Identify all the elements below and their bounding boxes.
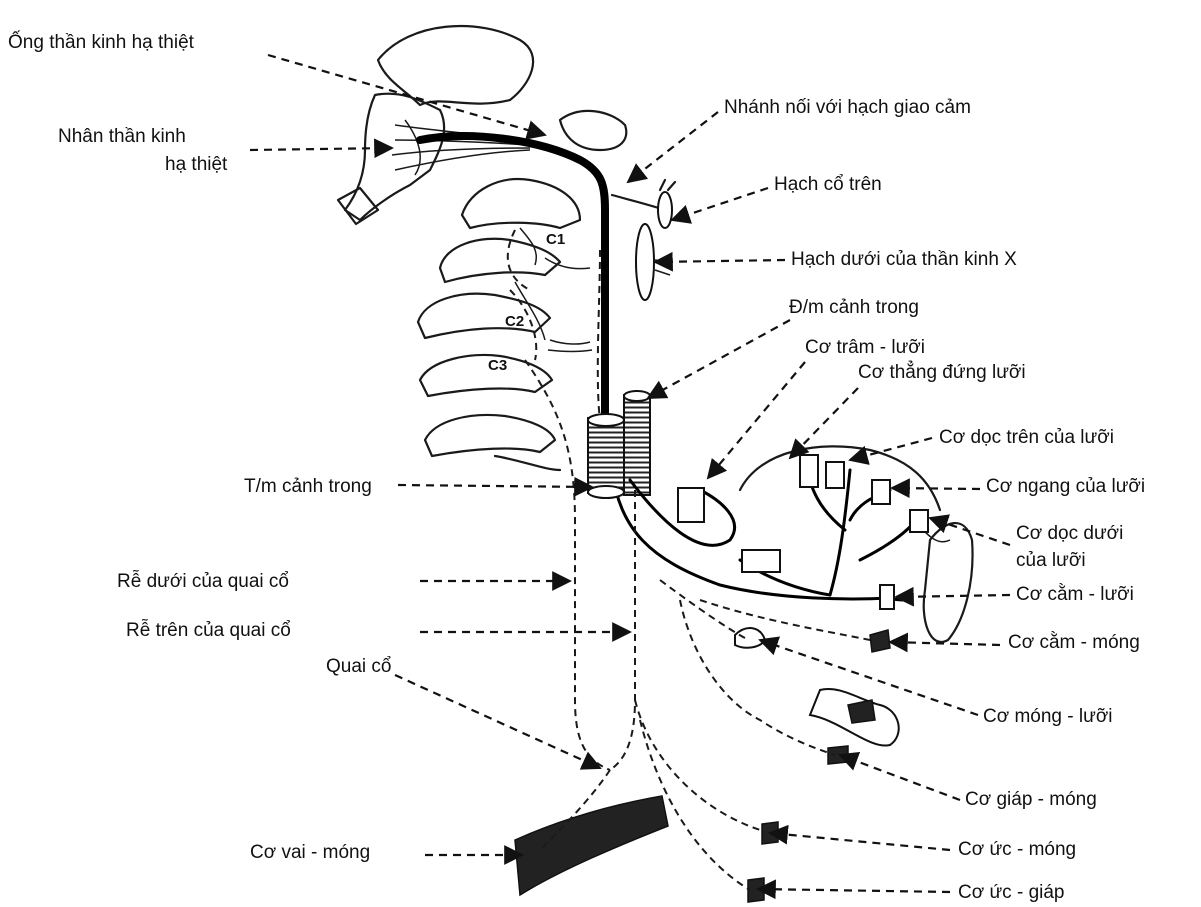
label-tm-canh: T/m cảnh trong (244, 476, 372, 497)
brainstem-drawing (338, 26, 626, 224)
label-co-doc-duoi-2: của lưỡi (1016, 550, 1086, 571)
label-re-tren: Rễ trên của quai cổ (126, 619, 291, 641)
muscle-blocks (515, 455, 928, 902)
label-co-vai-mong: Cơ vai - móng (250, 842, 370, 863)
label-co-doc-tren: Cơ dọc trên của lưỡi (939, 427, 1114, 448)
label-dm-canh: Đ/m cảnh trong (789, 297, 919, 318)
cervical-root-paths (508, 230, 610, 770)
label-co-mong-luoi: Cơ móng - lưỡi (983, 706, 1113, 727)
label-co-tram-luoi: Cơ trâm - lưỡi (805, 337, 925, 358)
label-c3: C3 (488, 357, 507, 374)
label-quai-co: Quai cổ (326, 656, 391, 677)
label-co-giap-mong: Cơ giáp - móng (965, 789, 1097, 810)
ganglia (612, 180, 675, 300)
label-co-ngang: Cơ ngang của lưỡi (986, 476, 1145, 497)
label-ong-than-kinh: Ống thần kinh hạ thiệt (8, 31, 195, 53)
label-hach-co-tren: Hạch cổ trên (774, 174, 882, 195)
label-co-uc-giap: Cơ ức - giáp (958, 882, 1065, 903)
label-co-uc-mong: Cơ ức - móng (958, 839, 1076, 860)
label-nhanh-noi: Nhánh nối với hạch giao cảm (724, 97, 971, 118)
label-nhan-tk-2: hạ thiệt (165, 154, 228, 175)
label-nhan-tk-1: Nhân thần kinh (58, 126, 186, 147)
label-hach-duoi-x: Hạch dưới của thần kinh X (791, 249, 1017, 270)
label-c2: C2 (505, 313, 524, 330)
label-co-cam-luoi: Cơ cằm - lưỡi (1016, 583, 1134, 605)
label-c1: C1 (546, 231, 565, 248)
label-co-doc-duoi-1: Cơ dọc dưới (1016, 523, 1123, 544)
label-co-cam-mong: Cơ cằm - móng (1008, 631, 1140, 653)
label-co-thang-dung: Cơ thẳng đứng lưỡi (858, 361, 1026, 383)
label-re-duoi: Rễ dưới của quai cổ (117, 570, 289, 592)
vessels (588, 391, 650, 498)
